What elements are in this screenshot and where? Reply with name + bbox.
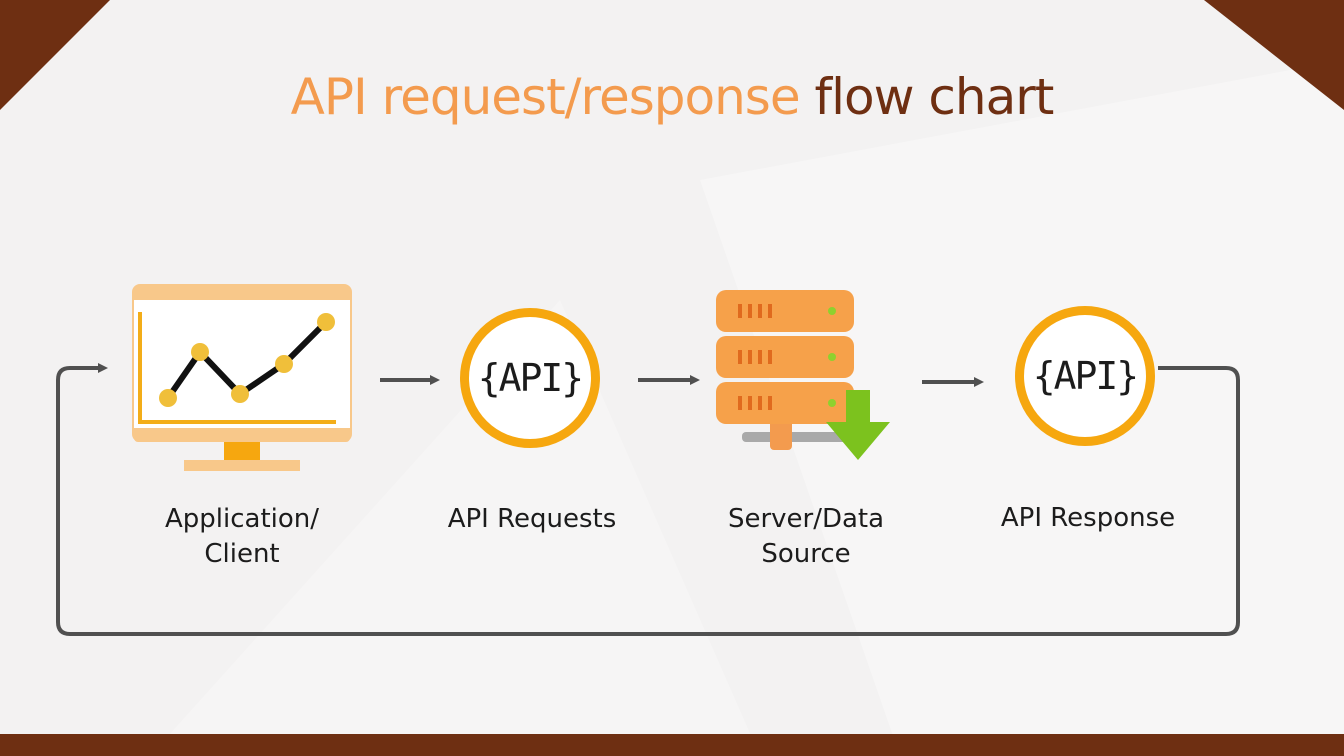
api-badge-icon: {API} (460, 308, 600, 448)
monitor-chart-icon (132, 284, 352, 471)
title-part-2: flow chart (814, 68, 1055, 126)
node-label-application-client: Application/ Client (164, 504, 320, 569)
node-server-data-source (712, 290, 896, 472)
api-badge-text-response: {API} (1032, 354, 1139, 398)
node-application-client (130, 284, 354, 474)
node-label-api-requests: API Requests (447, 504, 617, 534)
title-part-1: API request/response (290, 68, 801, 126)
api-badge-icon: {API} (1015, 306, 1155, 446)
api-badge-text-requests: {API} (477, 356, 584, 400)
node-label-server-data-source: Server/Data Source (727, 504, 885, 569)
arrow-response-loop-to-client (56, 363, 1240, 636)
bottom-bar (0, 734, 1344, 756)
corner-decoration-left (0, 0, 110, 110)
page-title: API request/response flow chart (0, 68, 1344, 126)
node-label-api-response: API Response (1000, 503, 1176, 533)
server-download-icon (716, 290, 890, 460)
corner-decoration-right (1204, 0, 1344, 110)
